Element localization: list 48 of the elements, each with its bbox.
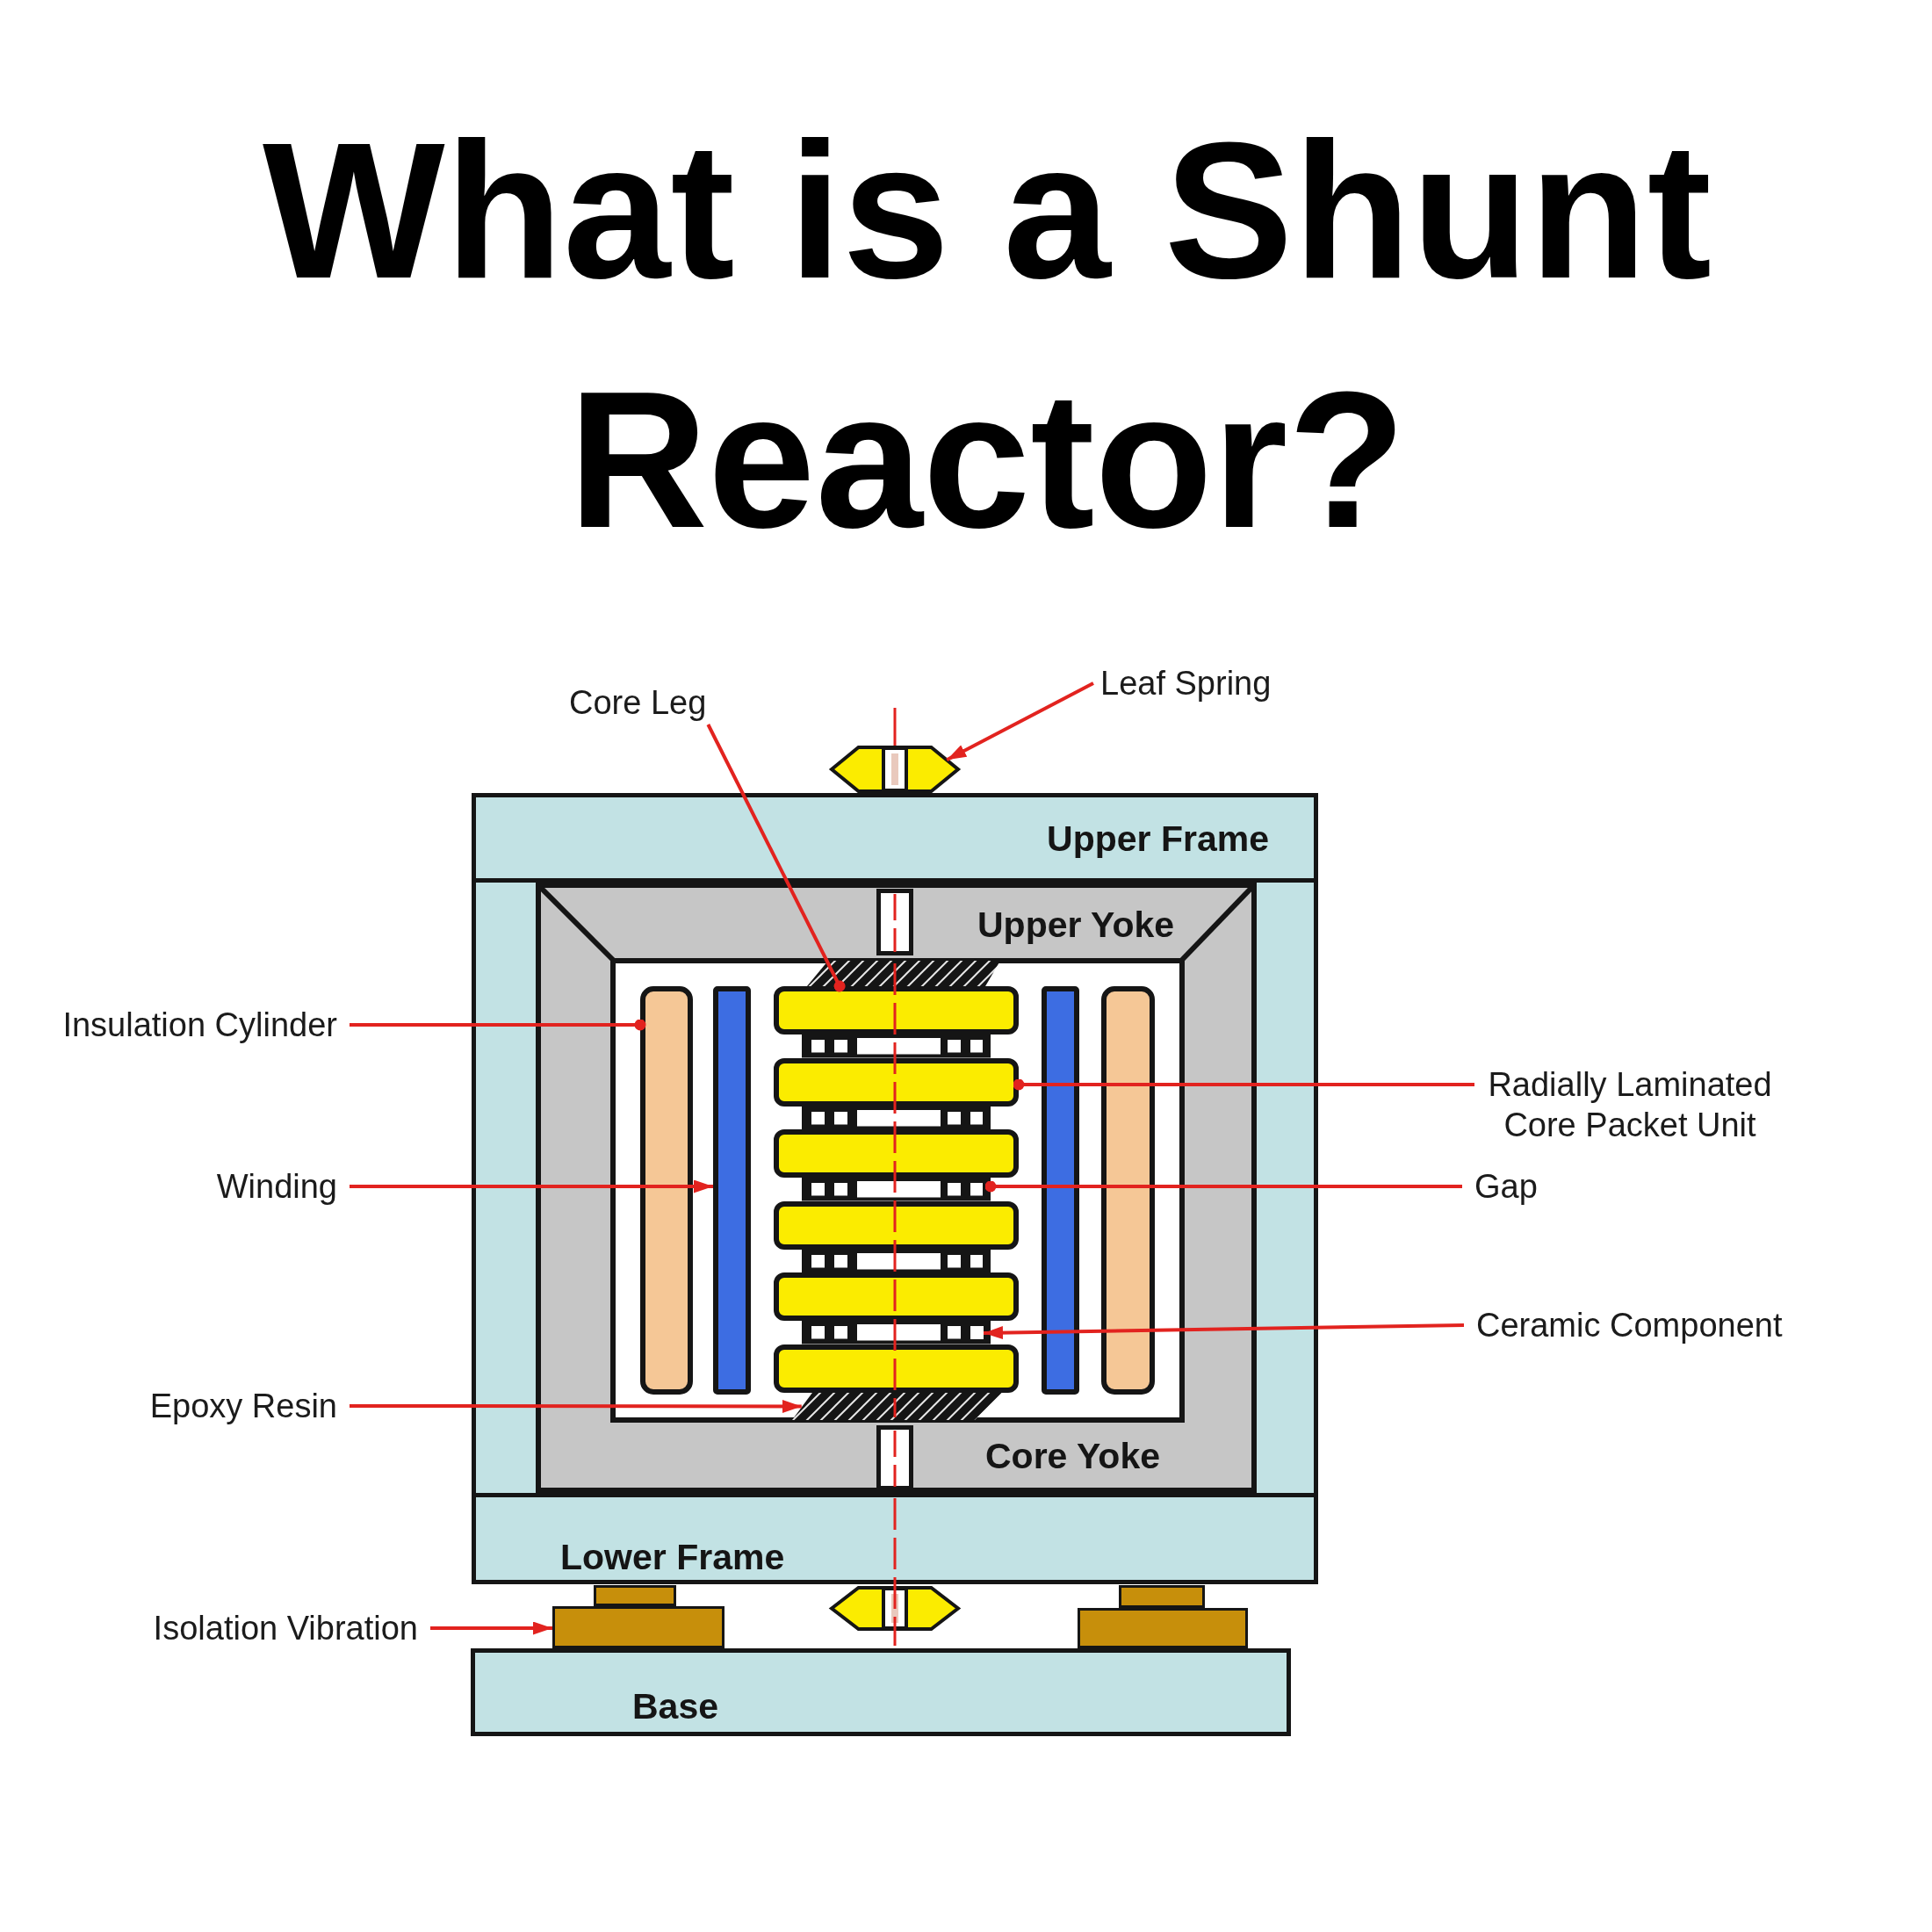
core-packet-block	[774, 1129, 1019, 1179]
callout-label: Ceramic Component	[1476, 1305, 1783, 1345]
callout-label: Gap	[1474, 1166, 1538, 1207]
leader-line	[983, 1323, 1465, 1340]
leader-line	[350, 1400, 802, 1413]
leader-line	[350, 1019, 646, 1031]
callout-label: Leaf Spring	[1100, 663, 1272, 703]
upper-frame-band	[472, 793, 1318, 883]
ceramic-component	[970, 1326, 984, 1340]
leader-line	[706, 724, 846, 992]
isolation-pad	[552, 1606, 724, 1648]
part-label: Base	[632, 1685, 718, 1727]
callout-label: Isolation Vibration	[153, 1608, 418, 1648]
base-plate	[471, 1648, 1291, 1736]
core-packet-block	[774, 1272, 1019, 1322]
callout-label: Core Leg	[569, 682, 707, 723]
core-packet-block	[774, 1200, 1019, 1250]
leader-line	[350, 1179, 713, 1193]
callout-label: Radially Laminated Core Packet Unit	[1487, 1064, 1773, 1145]
core-packet-block	[774, 1344, 1019, 1393]
mounting-block	[594, 1585, 676, 1606]
core-packet-block	[774, 1057, 1019, 1107]
leader-line	[1013, 1078, 1474, 1091]
leader-line	[984, 1180, 1462, 1193]
insulation-cylinder	[640, 986, 693, 1395]
mounting-block	[1119, 1585, 1205, 1608]
leaf-spring	[830, 1586, 960, 1631]
leader-line	[946, 681, 1094, 761]
core-packet-block	[774, 986, 1019, 1034]
callout-label: Winding	[216, 1166, 337, 1207]
part-label: Lower Frame	[560, 1536, 785, 1578]
callout-label: Insulation Cylinder	[62, 1005, 337, 1045]
isolation-pad	[1078, 1608, 1248, 1648]
epoxy-resin-layer	[792, 1393, 1002, 1420]
winding	[713, 986, 751, 1395]
winding	[1042, 986, 1079, 1395]
title: What is a Shunt Reactor?	[262, 102, 1712, 570]
yoke-slot	[876, 889, 913, 955]
core-window	[610, 958, 1185, 1423]
insulation-cylinder	[1101, 986, 1155, 1395]
leaf-spring	[830, 746, 960, 793]
lower-frame-band	[472, 1493, 1318, 1584]
part-label: Upper Frame	[1047, 818, 1269, 860]
part-label: Upper Yoke	[977, 904, 1175, 946]
leader-line	[430, 1621, 552, 1635]
callout-label: Epoxy Resin	[149, 1386, 337, 1426]
yoke-slot	[876, 1425, 913, 1490]
part-label: Core Yoke	[985, 1435, 1160, 1477]
